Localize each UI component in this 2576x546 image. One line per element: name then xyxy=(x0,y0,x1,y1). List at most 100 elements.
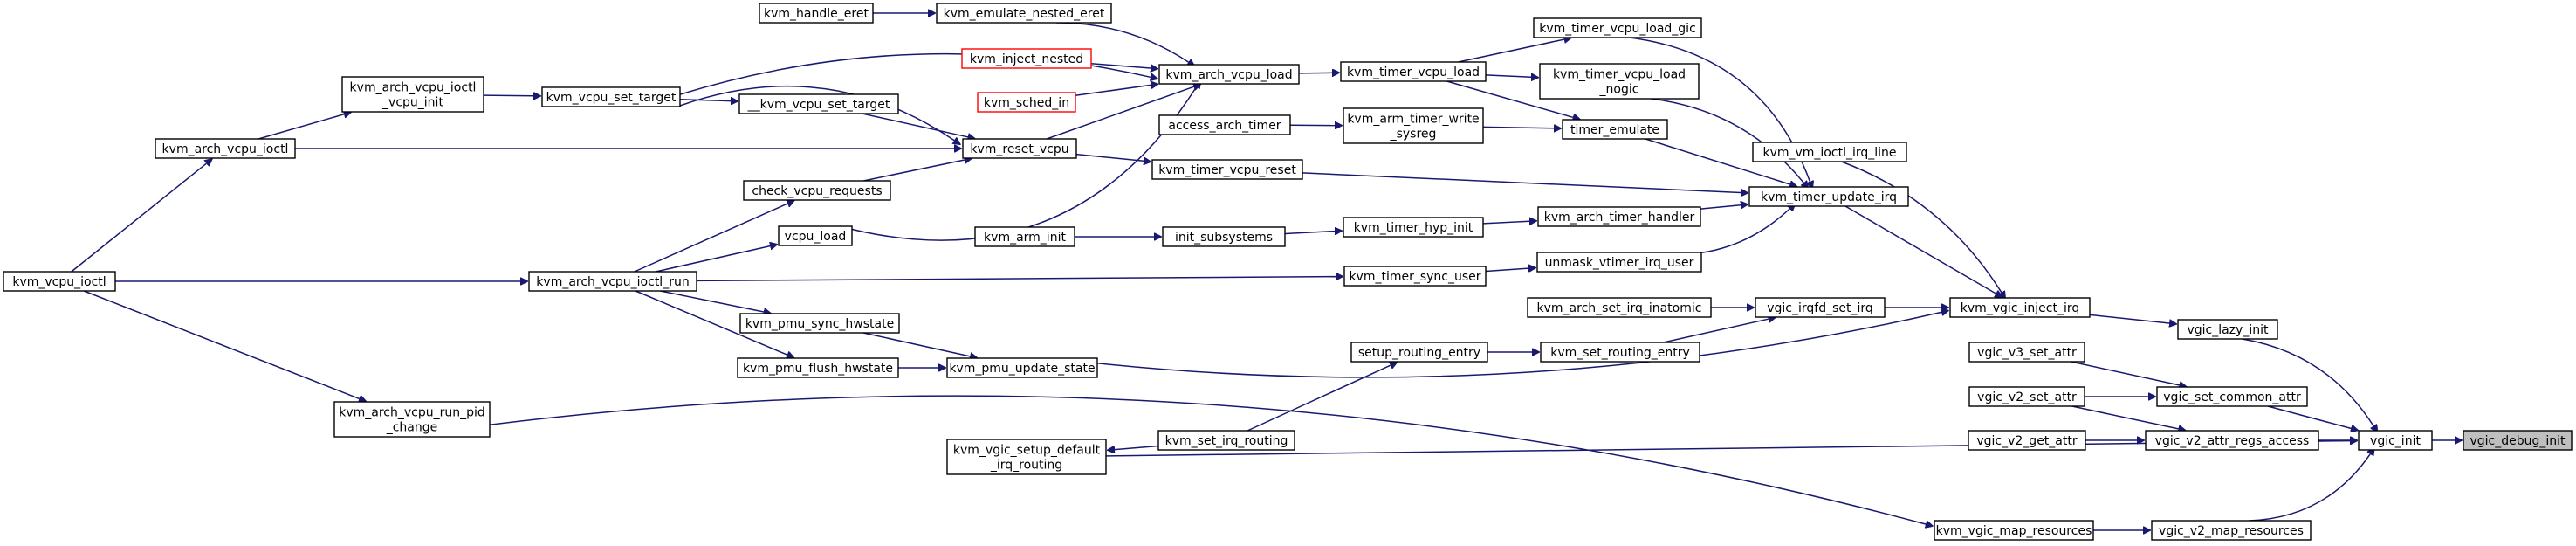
node-kvm-arm-init[interactable]: kvm_arm_init xyxy=(974,226,1075,247)
node-kvm-arch-set-irq-inatomic[interactable]: kvm_arch_set_irq_inatomic xyxy=(1527,297,1712,318)
node-label: kvm_vcpu_set_target xyxy=(546,91,677,105)
node-kvm-set-irq-routing[interactable]: kvm_set_irq_routing xyxy=(1157,430,1295,451)
node-box xyxy=(962,138,1077,159)
node-box xyxy=(1158,64,1300,85)
node-kvm-arch-vcpu-ioctl-vcpu-init[interactable]: kvm_arch_vcpu_ioctl_vcpu_init xyxy=(341,76,484,113)
edge-kvm_timer_vcpu_load-to-kvm_timer_vcpu_load_nogic xyxy=(1485,75,1531,77)
node-kvm-sched-in[interactable]: kvm_sched_in xyxy=(977,92,1076,113)
node-box xyxy=(155,138,296,159)
node-kvm-arch-vcpu-load[interactable]: kvm_arch_vcpu_load xyxy=(1158,64,1300,85)
node-box xyxy=(1350,342,1488,363)
node-label: kvm_vgic_setup_default xyxy=(953,444,1101,458)
node-box xyxy=(1527,297,1712,318)
node-vgic-irqfd-set-irq[interactable]: vgic_irqfd_set_irq xyxy=(1755,297,1886,318)
node-kvm-arch-vcpu-ioctl[interactable]: kvm_arch_vcpu_ioctl xyxy=(155,138,296,159)
node-vgic-lazy-init[interactable]: vgic_lazy_init xyxy=(2177,319,2278,340)
node-box xyxy=(1748,186,1909,207)
node-label: vcpu_load xyxy=(785,230,847,244)
edge-vgic_v2_map_resources-to-vgic_init xyxy=(2249,454,2370,522)
node-label: kvm_set_irq_routing xyxy=(1165,434,1288,448)
edge-kvm_arch_vcpu_ioctl_run-to-kvm_pmu_flush_hwstate xyxy=(635,290,787,355)
node-label: _vcpu_init xyxy=(381,96,443,110)
node-label: kvm_emulate_nested_eret xyxy=(944,7,1105,21)
node-label: unmask_vtimer_irq_user xyxy=(1545,256,1694,270)
node-vgic-v2-map-resources[interactable]: vgic_v2_map_resources xyxy=(2151,520,2312,541)
node-unmask-vtimer-irq-user[interactable]: unmask_vtimer_irq_user xyxy=(1536,252,1702,273)
node-vgic-init[interactable]: vgic_init xyxy=(2358,430,2433,451)
node-kvm-vcpu-set-target[interactable]: kvm_vcpu_set_target xyxy=(541,86,681,107)
node-kvm-vgic-inject-irq[interactable]: kvm_vgic_inject_irq xyxy=(1949,297,2091,318)
edge-kvm_vcpu_ioctl-to-kvm_arch_vcpu_run_pid_change xyxy=(83,290,359,398)
node-kvm-timer-vcpu-load-nogic[interactable]: kvm_timer_vcpu_load_nogic xyxy=(1539,63,1700,100)
nodes: kvm_handle_eret kvm_emulate_nested_eretkv… xyxy=(3,3,2573,541)
node-vgic-v2-attr-regs-access[interactable]: vgic_v2_attr_regs_access xyxy=(2145,430,2319,451)
node-vgic-debug-init[interactable]: vgic_debug_init xyxy=(2463,430,2573,451)
edge-__kvm_vcpu_set_target-to-kvm_reset_vcpu xyxy=(862,113,968,137)
node-check-vcpu-requests[interactable]: check_vcpu_requests xyxy=(743,180,891,201)
node-box xyxy=(739,313,900,334)
edge-kvm_timer_vcpu_reset-to-kvm_timer_update_irq xyxy=(1302,172,1741,193)
edge-kvm_vcpu_set_target-to-__kvm_vcpu_set_target xyxy=(679,100,731,101)
node-vgic-v2-get-attr[interactable]: vgic_v2_get_attr xyxy=(1968,430,2086,451)
node-label: timer_emulate xyxy=(1570,123,1659,137)
node-box xyxy=(1151,159,1303,180)
node-timer-emulate[interactable]: timer_emulate xyxy=(1562,119,1668,140)
node-vgic-v3-set-attr[interactable]: vgic_v3_set_attr xyxy=(1968,342,2085,363)
node-label: kvm_arch_vcpu_ioctl_run xyxy=(536,275,689,289)
edge-kvm_timer_hyp_init-to-kvm_arch_timer_handler xyxy=(1482,221,1529,224)
node-kvm-timer-update-irq[interactable]: kvm_timer_update_irq xyxy=(1748,186,1909,207)
node-vcpu-load[interactable]: vcpu_load xyxy=(778,225,853,246)
node-kvm-timer-vcpu-reset[interactable]: kvm_timer_vcpu_reset xyxy=(1151,159,1303,180)
node-kvm-inject-nested[interactable]: kvm_inject_nested xyxy=(961,48,1092,69)
edge-check_vcpu_requests-to-kvm_reset_vcpu xyxy=(863,160,965,182)
node-kvm-vgic-setup-default-irq-routing[interactable]: kvm_vgic_setup_default_irq_routing xyxy=(946,439,1107,475)
node-label: kvm_inject_nested xyxy=(970,52,1083,66)
node---kvm-vcpu-set-target[interactable]: __kvm_vcpu_set_target xyxy=(738,93,899,114)
node-label: kvm_arch_vcpu_ioctl xyxy=(162,142,289,156)
node-access-arch-timer[interactable]: access_arch_timer xyxy=(1158,114,1291,135)
node-vgic-set-common-attr[interactable]: vgic_set_common_attr xyxy=(2156,386,2308,407)
node-kvm-set-routing-entry[interactable]: kvm_set_routing_entry xyxy=(1540,342,1700,363)
edge-kvm_arch_vcpu_ioctl-to-kvm_arch_vcpu_ioctl_vcpu_init xyxy=(258,114,344,140)
node-box xyxy=(936,3,1112,24)
node-box xyxy=(1536,252,1702,273)
node-kvm-pmu-flush-hwstate[interactable]: kvm_pmu_flush_hwstate xyxy=(737,357,899,378)
node-label: kvm_pmu_update_state xyxy=(949,362,1095,376)
node-kvm-timer-vcpu-load[interactable]: kvm_timer_vcpu_load xyxy=(1340,61,1487,82)
edge-kvm_arch_vcpu_ioctl_run-to-vcpu_load xyxy=(655,246,770,273)
node-kvm-arch-timer-handler[interactable]: kvm_arch_timer_handler xyxy=(1537,206,1701,227)
node-box xyxy=(759,3,874,24)
node-kvm-pmu-update-state[interactable]: kvm_pmu_update_state xyxy=(946,357,1098,378)
node-box xyxy=(528,271,697,292)
node-kvm-vgic-map-resources[interactable]: kvm_vgic_map_resources xyxy=(1934,520,2094,541)
node-label: kvm_timer_vcpu_load xyxy=(1553,68,1686,82)
node-label: kvm_timer_sync_user xyxy=(1349,270,1480,284)
node-kvm-emulate-nested-eret[interactable]: kvm_emulate_nested_eret xyxy=(936,3,1112,24)
node-box xyxy=(1968,430,2086,451)
node-kvm-timer-sync-user[interactable]: kvm_timer_sync_user xyxy=(1343,266,1487,287)
node-kvm-arm-timer-write-sysreg[interactable]: kvm_arm_timer_write_sysreg xyxy=(1343,107,1484,144)
node-box xyxy=(961,48,1092,69)
edge-vgic_v3_set_attr-to-vgic_set_common_attr xyxy=(2071,361,2180,385)
node-vgic-v2-set-attr[interactable]: vgic_v2_set_attr xyxy=(1968,386,2085,407)
node-box xyxy=(1752,142,1907,162)
node-setup-routing-entry[interactable]: setup_routing_entry xyxy=(1350,342,1488,363)
node-kvm-timer-hyp-init[interactable]: kvm_timer_hyp_init xyxy=(1343,217,1484,238)
edge-kvm_set_irq_routing-to-kvm_vgic_setup_default_irq_routing xyxy=(1115,445,1159,450)
node-kvm-reset-vcpu[interactable]: kvm_reset_vcpu xyxy=(962,138,1077,159)
node-kvm-arch-vcpu-run-pid-change[interactable]: kvm_arch_vcpu_run_pid_change xyxy=(333,401,491,438)
node-kvm-vcpu-ioctl[interactable]: kvm_vcpu_ioctl xyxy=(3,271,116,292)
node-kvm-handle-eret[interactable]: kvm_handle_eret xyxy=(759,3,874,24)
node-label: _irq_routing xyxy=(990,459,1062,473)
node-label: kvm_handle_eret xyxy=(764,7,869,21)
node-kvm-vm-ioctl-irq-line[interactable]: kvm_vm_ioctl_irq_line xyxy=(1752,142,1907,162)
node-label: vgic_lazy_init xyxy=(2187,323,2269,337)
node-init-subsystems[interactable]: init_subsystems xyxy=(1162,226,1286,247)
node-label: _change xyxy=(386,421,438,435)
node-kvm-arch-vcpu-ioctl-run[interactable]: kvm_arch_vcpu_ioctl_run xyxy=(528,271,697,292)
node-kvm-timer-vcpu-load-gic[interactable]: kvm_timer_vcpu_load_gic xyxy=(1533,17,1702,38)
edge-kvm_vcpu_set_target-to-kvm_reset_vcpu xyxy=(679,85,954,141)
node-box xyxy=(738,93,899,114)
edge-vcpu_load-to-kvm_arch_vcpu_load xyxy=(840,87,1196,241)
node-kvm-pmu-sync-hwstate[interactable]: kvm_pmu_sync_hwstate xyxy=(739,313,900,334)
